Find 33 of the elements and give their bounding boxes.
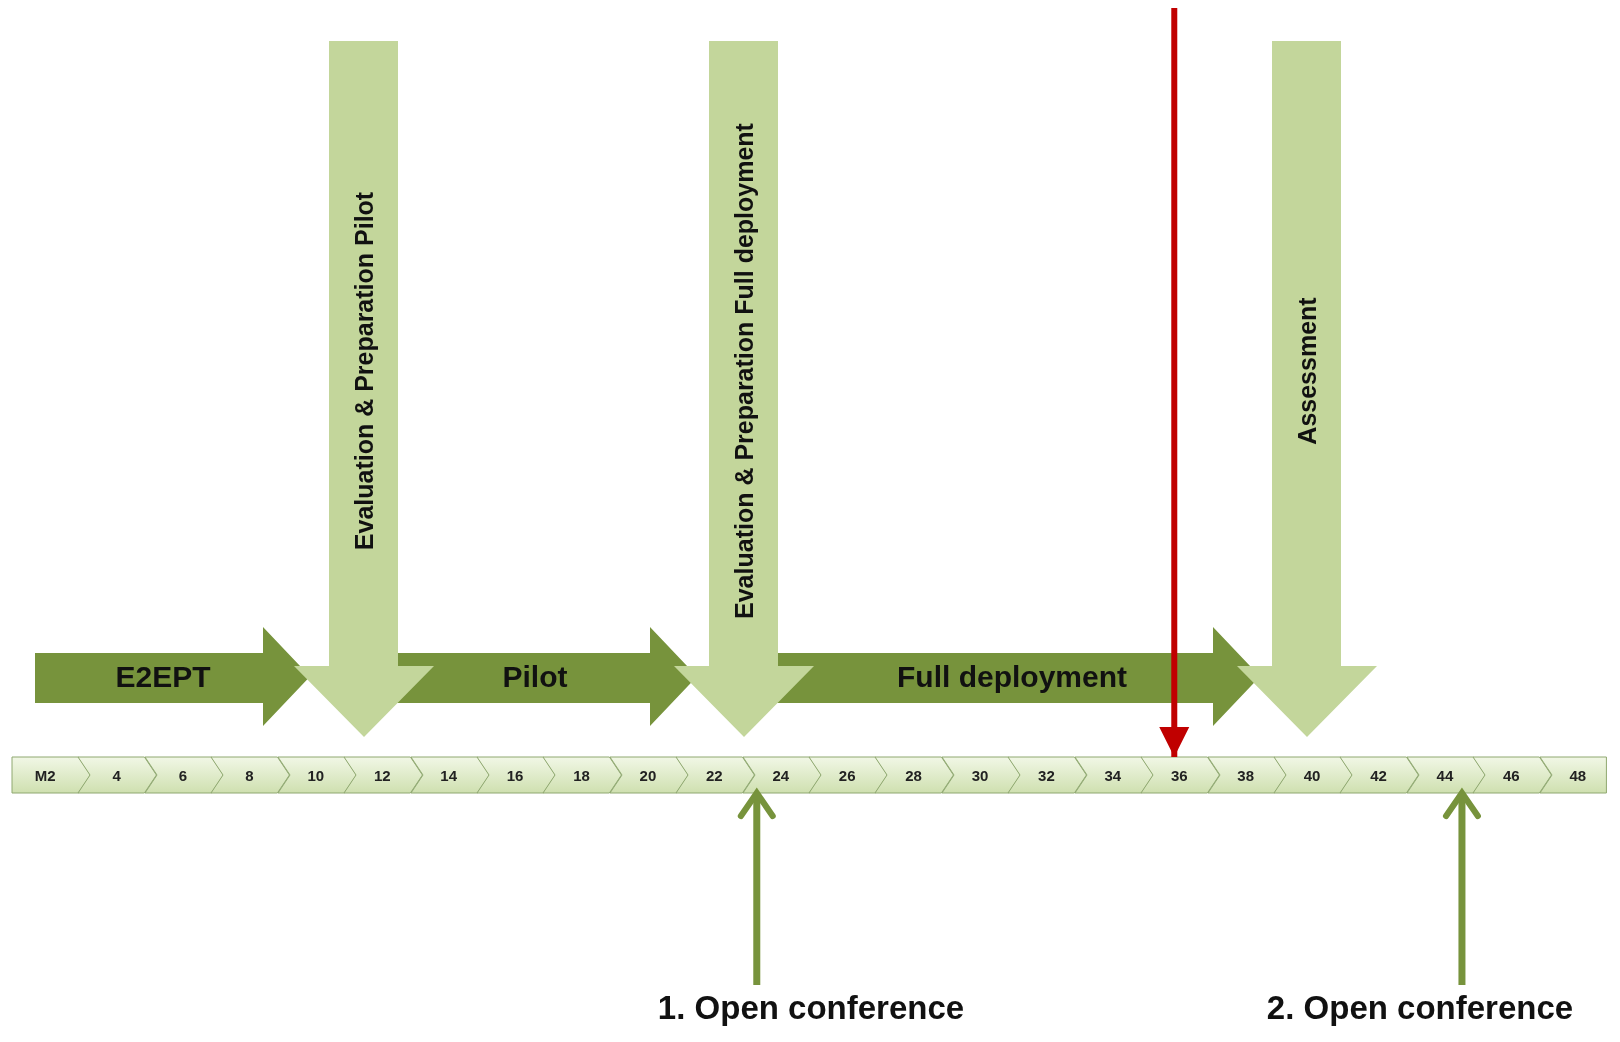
month-label: 10 [307,767,325,783]
month-label: 18 [573,767,590,783]
month-label: 24 [772,767,790,783]
month-label: 48 [1569,767,1587,783]
month-label: 12 [373,767,391,783]
month-label: 32 [1038,767,1055,783]
month-label: 26 [838,767,856,783]
month-label: 16 [506,767,524,783]
phase-label: Assessment [1294,297,1320,445]
phase-label: Pilot [502,661,568,692]
phase-label: Evaluation & Preparation Full deployment [731,123,757,619]
month-label: 44 [1436,767,1454,783]
phase-label: E2EPT [115,661,211,692]
month-label: 36 [1170,767,1188,783]
month-label: M2 [34,767,56,783]
month-label: 34 [1104,767,1122,783]
milestone-label: 2. Open conference [1266,988,1574,1024]
month-label: 38 [1237,767,1255,783]
milestone-label: 1. Open conference [657,988,965,1024]
month-label: 14 [440,767,458,783]
month-label: 30 [971,767,989,783]
month-label: 4 [112,767,121,783]
month-label: 20 [639,767,657,783]
month-label: 8 [245,767,254,783]
month-label: 46 [1503,767,1520,783]
month-label: 40 [1303,767,1321,783]
phase-label: Full deployment [897,661,1127,692]
month-label: 22 [706,767,723,783]
month-label: 28 [905,767,922,783]
phase-label: Evaluation & Preparation Pilot [351,191,377,551]
month-label: 6 [178,767,188,783]
arrow [1159,8,1190,757]
month-label: 42 [1370,767,1387,783]
